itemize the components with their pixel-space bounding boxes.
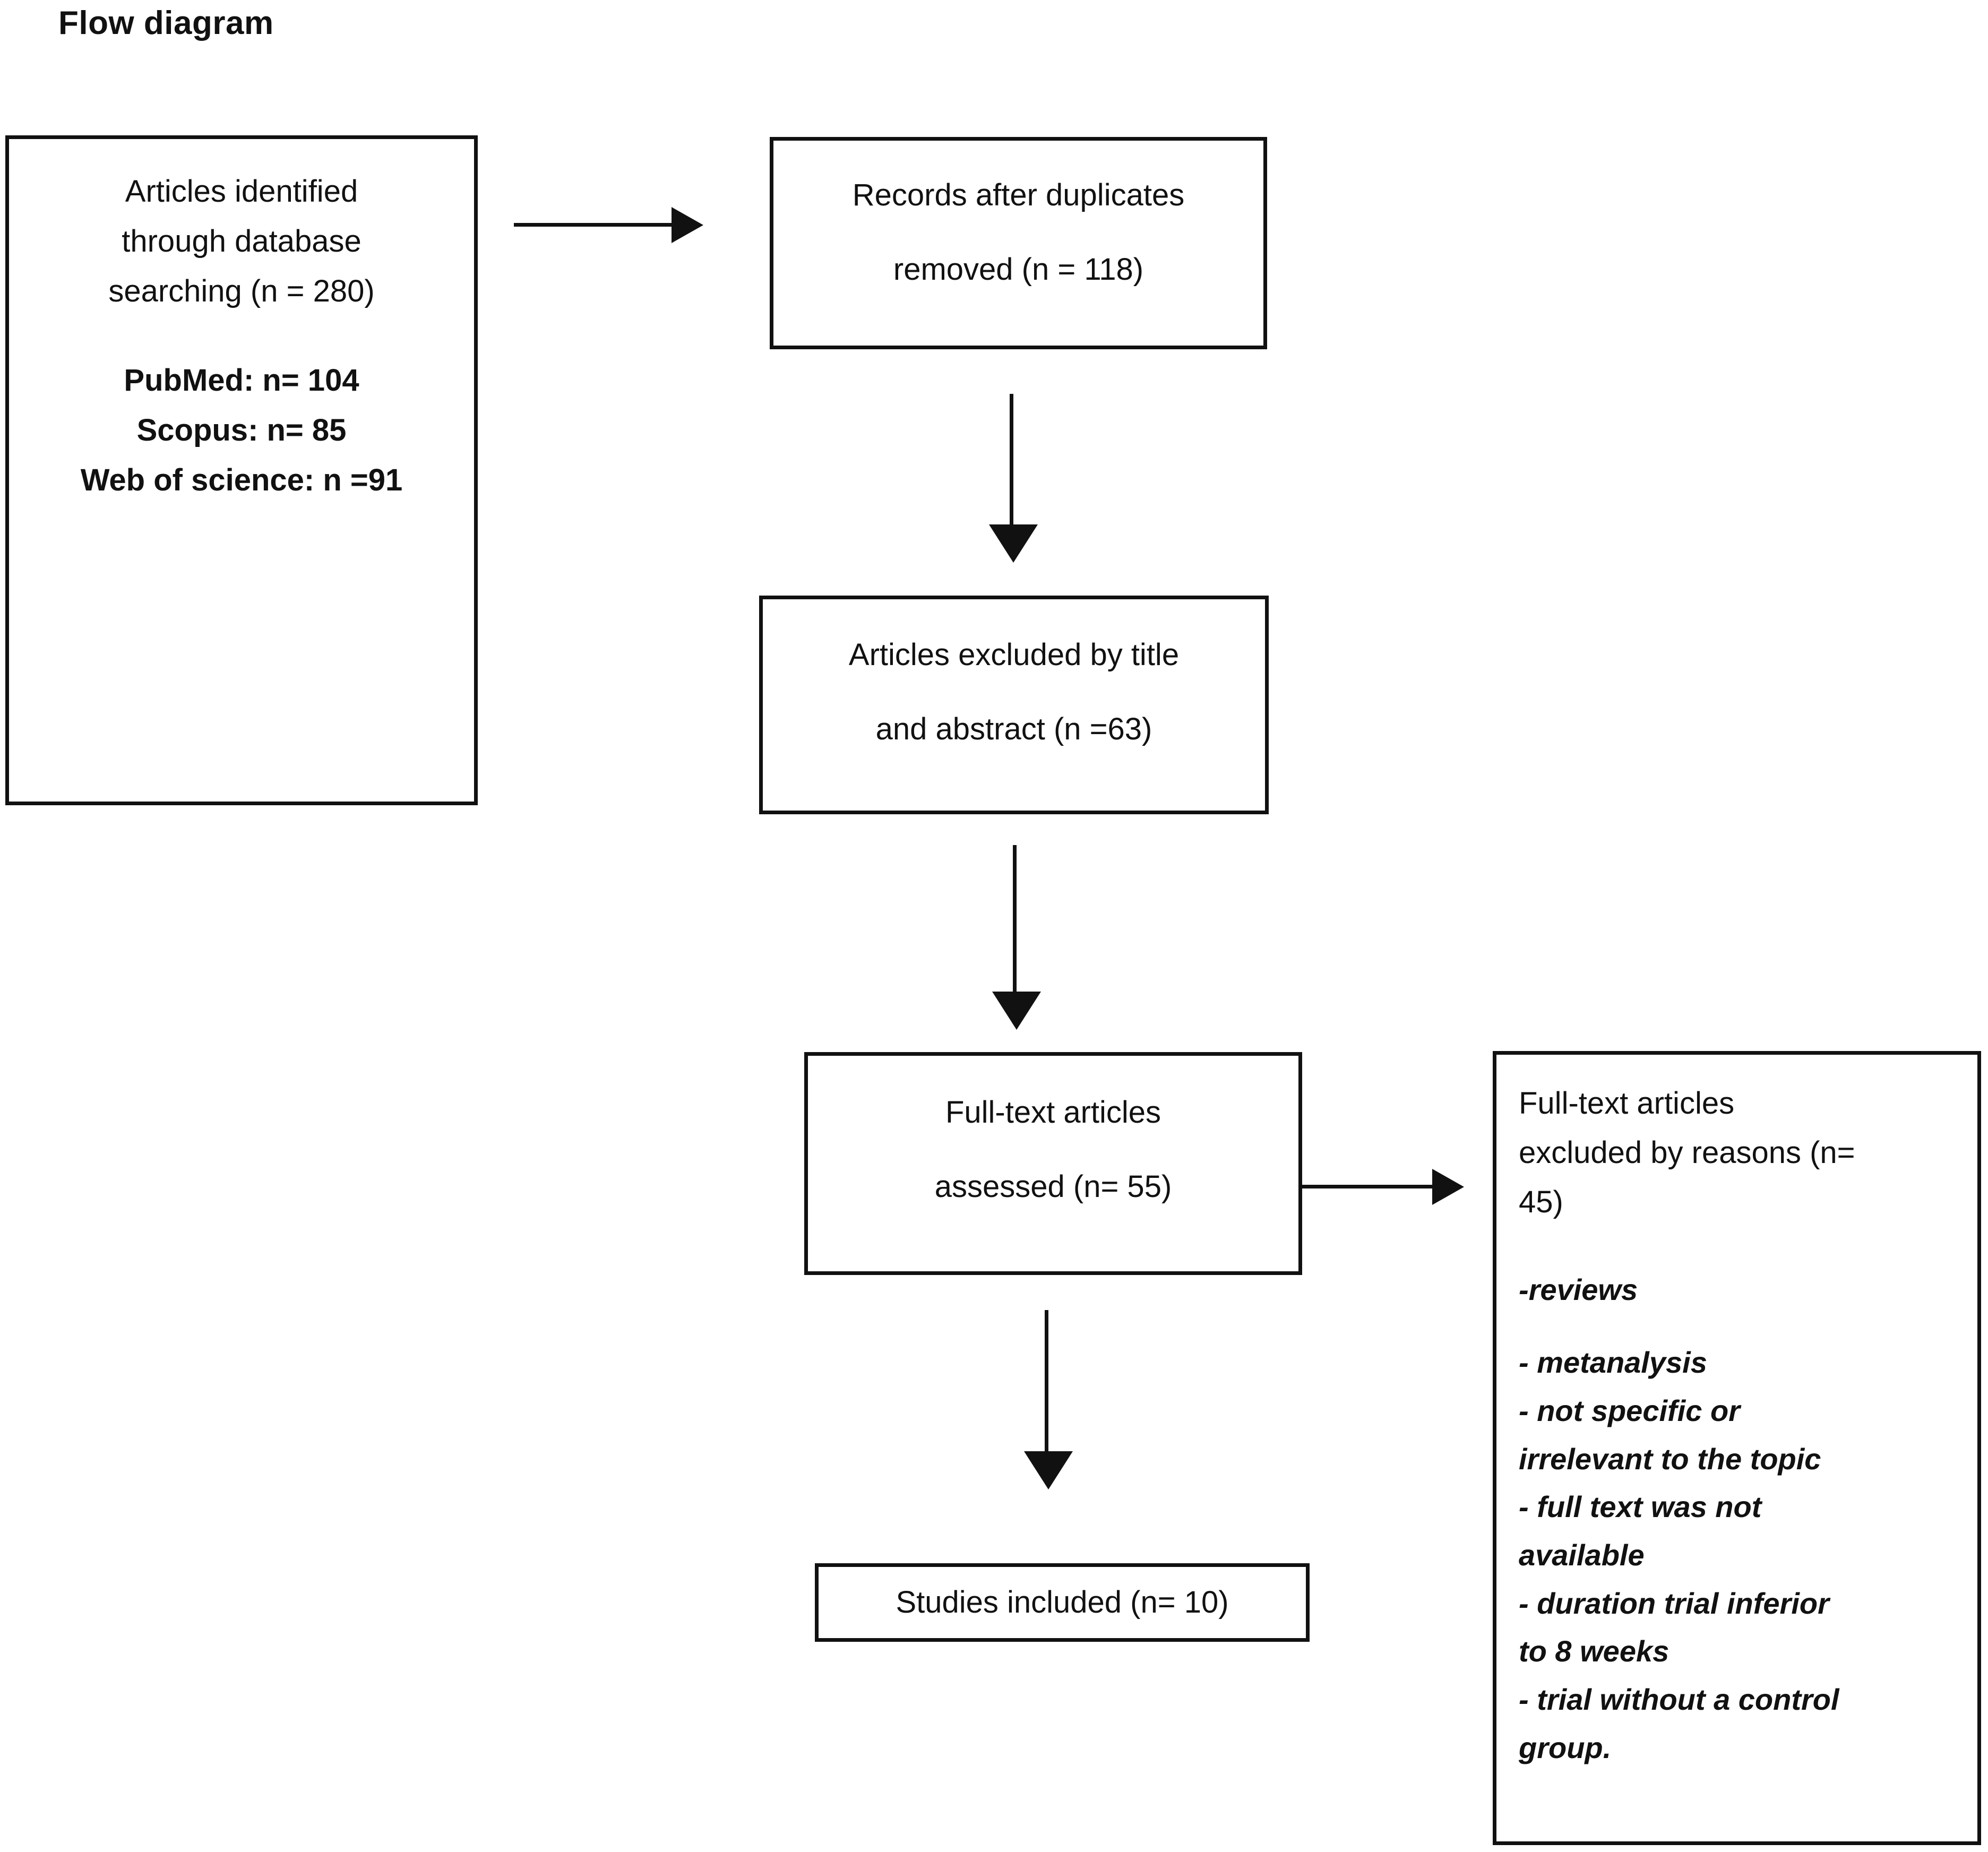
node-studies-included-body: Studies included (n= 10): [819, 1578, 1306, 1627]
connector-fulltext-to-studies-arrowhead-icon: [1024, 1451, 1073, 1489]
reason-item-not-specific-b: irrelevant to the topic: [1519, 1442, 1821, 1476]
reason-item-duration-b: to 8 weeks: [1519, 1634, 1669, 1668]
node-fulltext-excluded-by-reasons: Full-text articles excluded by reasons (…: [1493, 1051, 1981, 1845]
reason-item-not-specific-a: - not specific or: [1519, 1393, 1740, 1427]
duplicates-spacer: [803, 220, 1234, 245]
reasons-spacer-2: [1519, 1314, 1959, 1339]
duplicates-line-2: removed (n = 118): [893, 252, 1144, 287]
reason-item-metanalysis: - metanalysis: [1519, 1346, 1707, 1380]
reason-item-full-text-b: available: [1519, 1538, 1645, 1572]
excluded-title-spacer: [789, 680, 1238, 704]
node-fulltext-articles-assessed-body: Full-text articles assessed (n= 55): [808, 1056, 1298, 1212]
connector-excluded-to-fulltext-line: [1013, 845, 1017, 994]
connector-excluded-to-fulltext-arrowhead-icon: [992, 992, 1041, 1030]
node-articles-excluded-title-abstract: Articles excluded by title and abstract …: [759, 596, 1269, 814]
connector-fulltext-to-studies-line: [1045, 1310, 1048, 1453]
identified-source-pubmed: PubMed: n= 104: [124, 363, 359, 398]
duplicates-line-1: Records after duplicates: [852, 178, 1185, 212]
identified-source-scopus: Scopus: n= 85: [136, 412, 347, 447]
node-articles-excluded-title-abstract-body: Articles excluded by title and abstract …: [763, 599, 1265, 754]
reasons-spacer: [1519, 1227, 1959, 1266]
studies-line-1: Studies included (n= 10): [896, 1585, 1229, 1620]
connector-fulltext-to-reasons-line: [1302, 1185, 1434, 1188]
node-fulltext-excluded-by-reasons-body: Full-text articles excluded by reasons (…: [1496, 1055, 1977, 1772]
excluded-title-line-1: Articles excluded by title: [848, 638, 1180, 672]
node-records-after-duplicates-body: Records after duplicates removed (n = 11…: [773, 141, 1263, 295]
excluded-title-line-2: and abstract (n =63): [875, 711, 1152, 746]
reasons-heading-line-3: 45): [1519, 1184, 1563, 1219]
reason-item-duration-a: - duration trial inferior: [1519, 1586, 1829, 1620]
connector-fulltext-to-reasons-arrowhead-icon: [1432, 1169, 1464, 1205]
node-fulltext-articles-assessed: Full-text articles assessed (n= 55): [804, 1052, 1302, 1275]
fulltext-line-1: Full-text articles: [945, 1095, 1161, 1130]
page-title: Flow diagram: [58, 5, 274, 41]
identified-line-3: searching (n = 280): [108, 273, 375, 308]
identified-spacer: [27, 316, 456, 356]
connector-duplicates-to-excluded-line: [1010, 394, 1013, 527]
fulltext-line-2: assessed (n= 55): [934, 1169, 1172, 1204]
reasons-heading-line-1: Full-text articles: [1519, 1086, 1735, 1121]
reasons-heading-line-2: excluded by reasons (n=: [1519, 1135, 1855, 1170]
connector-duplicates-to-excluded-arrowhead-icon: [989, 524, 1038, 563]
node-studies-included: Studies included (n= 10): [815, 1563, 1310, 1642]
reason-item-no-control-a: - trial without a control: [1519, 1683, 1839, 1717]
fulltext-spacer: [834, 1138, 1272, 1162]
identified-line-1: Articles identified: [125, 174, 358, 209]
reason-item-no-control-b: group.: [1519, 1730, 1612, 1764]
reason-item-reviews: -reviews: [1519, 1273, 1638, 1307]
reason-item-full-text-a: - full text was not: [1519, 1490, 1762, 1524]
identified-line-2: through database: [122, 223, 362, 259]
connector-identified-to-duplicates-arrowhead-icon: [672, 207, 703, 243]
node-records-after-duplicates: Records after duplicates removed (n = 11…: [770, 137, 1267, 349]
identified-source-web-of-science: Web of science: n =91: [80, 462, 403, 497]
node-articles-identified-body: Articles identified through database sea…: [9, 139, 474, 505]
node-articles-identified: Articles identified through database sea…: [5, 135, 478, 805]
connector-identified-to-duplicates-line: [514, 223, 673, 227]
